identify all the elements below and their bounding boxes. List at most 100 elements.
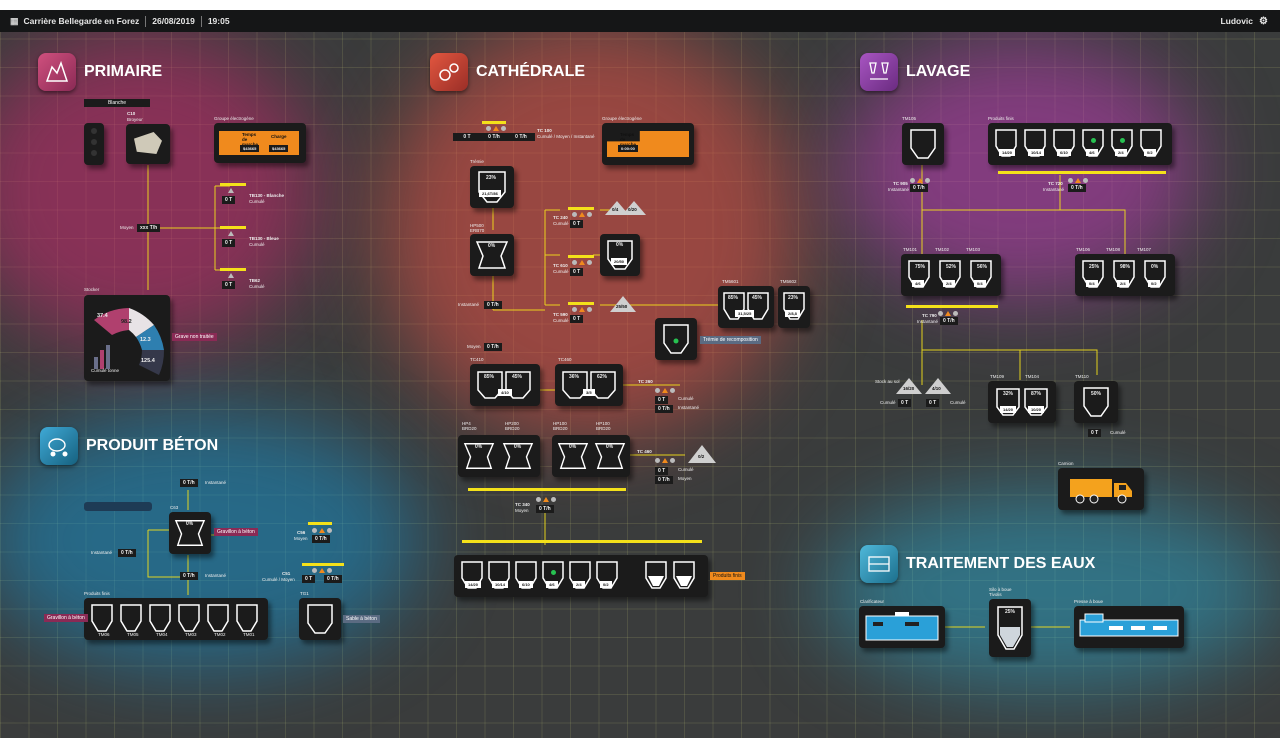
cone-crusher-icon [594,443,626,469]
bin-card[interactable]: 0% 20/50 [600,234,640,276]
water-treatment-icon [860,545,898,583]
bin-size: 2/4 [943,280,955,287]
hopper-icon[interactable] [1052,128,1076,163]
c10-sub: Broyeur [127,117,143,122]
tc460-moyen: Moyen [678,476,692,481]
tc460-pct-1: 36% [569,374,580,380]
hopper-icon[interactable] [460,560,484,595]
hopper-icon[interactable] [994,128,1018,163]
tb130-blanche-val: 0 T [222,196,236,204]
hp-sub-3: BRD20 [553,426,568,431]
tc100-val-3: 0 T/h [507,133,535,141]
silo-name: Tivolis [989,592,1002,597]
hopper-icon[interactable] [1081,128,1105,163]
silo-card[interactable]: 25% [989,599,1031,657]
hopper-icon[interactable] [568,560,592,595]
groupe-electrogene[interactable]: Temps de marche Charge $43665 $43665 [214,123,306,163]
presse-card[interactable] [1074,606,1184,648]
cone-crusher-icon [502,443,534,469]
c10-crusher[interactable] [126,124,170,164]
tc460-card[interactable]: 36% 62% 3/5 [555,364,623,406]
hopper-icon[interactable] [1110,128,1134,163]
tremie-recomp-card[interactable] [655,318,697,360]
bin-pct: 25% [1089,264,1100,270]
hp500-card[interactable]: 0% [470,234,514,276]
tm110-card[interactable]: 50% [1074,381,1118,423]
hopper-icon[interactable] [595,560,619,595]
clarificateur-card[interactable] [859,606,945,648]
tc410-pct-2: 45% [512,374,523,380]
tm109-label: TM109 [990,374,1005,379]
clarif-label: Clarificateur [860,599,885,604]
beton-inst-label: Instantané [205,480,227,485]
stock-410-icon[interactable] [925,378,951,394]
tm105-card[interactable] [902,123,944,165]
temps-val: $43665 [240,145,260,152]
tm109-104-card[interactable]: 32% 87% 14/20 10/20 [988,381,1056,423]
section-lavage[interactable]: LAVAGE [860,53,970,91]
gravillon-tag-1: Gravillon à béton [214,528,258,536]
tc240-sub: Cumulé [553,221,569,226]
grid-icon[interactable]: ▦ [10,15,19,26]
bin-size: 4/6 [1086,149,1098,156]
hopper-icon[interactable] [1023,128,1047,163]
bin-pct: 75% [915,264,926,270]
produits-finis-beton[interactable] [84,598,268,640]
section-cathedrale[interactable]: CATHÉDRALE [430,53,585,91]
tm-label: TM108 [1106,247,1121,252]
tc790-sub: Instantané [917,319,939,324]
groupe-electrogene-cath[interactable]: Temps de marche 0:00:00 [602,123,694,165]
tc260-instantane: Instantané [678,405,700,410]
sol-cumule-1: Cumulé [880,400,896,405]
bin-size: 4/6 [912,280,924,287]
moyen-label: Moyen [120,225,134,230]
pf-lavage-label: Produits finis [988,116,1014,121]
beton-inst-val-3: 0 T/h [180,572,198,580]
tg1-card[interactable] [299,598,341,640]
silo-icon [997,606,1023,650]
c63-card[interactable]: 0% [169,512,211,554]
hp-sub-2: BRD20 [505,426,520,431]
tm-label: TM101 [903,247,918,252]
hopper-icon[interactable] [487,560,511,595]
hopper-icon[interactable] [672,560,696,595]
section-eaux[interactable]: TRAITEMENT DES EAUX [860,545,1095,583]
hopper-icon[interactable] [514,560,538,595]
hopper-icon[interactable] [541,560,565,595]
hp-group-left[interactable]: 0% 0% [458,435,540,477]
tm5601-card[interactable]: 85% 45% 31,5/25 [718,286,774,328]
tm5601-label: TM5601 [722,279,739,284]
tc410-pct-1: 85% [484,374,495,380]
tm109-pct: 32% [1003,391,1014,397]
tm104-size: 10/20 [1028,406,1045,413]
bin-size: 4/6 [546,581,558,588]
stocker-gauge[interactable]: 37.4 98.2 12.3 125.4 Cumulé tonne [84,295,170,381]
tm5602-card[interactable]: 23% 2/8,8 [778,286,810,328]
tremie-recomp-label: Trémie de recomposition [700,336,761,344]
section-primaire[interactable]: PRIMAIRE [38,53,162,91]
bin-size: 0/2 [1144,149,1156,156]
top-bar: ▦ Carrière Bellegarde en Forez 26/08/201… [0,10,1280,32]
tc410-card[interactable]: 85% 45% 4/10 [470,364,540,406]
bin-size: 10/14 [492,581,509,588]
section-beton[interactable]: PRODUIT BÉTON [40,427,218,465]
stock-02-label: 0/2 [698,454,705,459]
tm-label: TM107 [1137,247,1152,252]
camion-label: Camion [1058,461,1074,466]
tm5602-label: TM5602 [780,279,797,284]
tremie-card[interactable]: 23% 21,6T/86 [470,166,514,208]
stock-02-icon[interactable] [688,445,716,463]
tc590-val: 0 T [570,315,584,323]
section-title: PRIMAIRE [84,63,163,80]
settings-icon[interactable]: ⚙ [1259,15,1268,27]
sol-val-2: 0 T [926,399,940,407]
stock-1620-icon[interactable] [896,378,922,394]
hp-group-right[interactable]: 0% 0% [552,435,630,477]
hopper-icon[interactable] [1139,128,1163,163]
camion-card[interactable] [1058,468,1144,510]
hopper-icon[interactable] [644,560,668,595]
